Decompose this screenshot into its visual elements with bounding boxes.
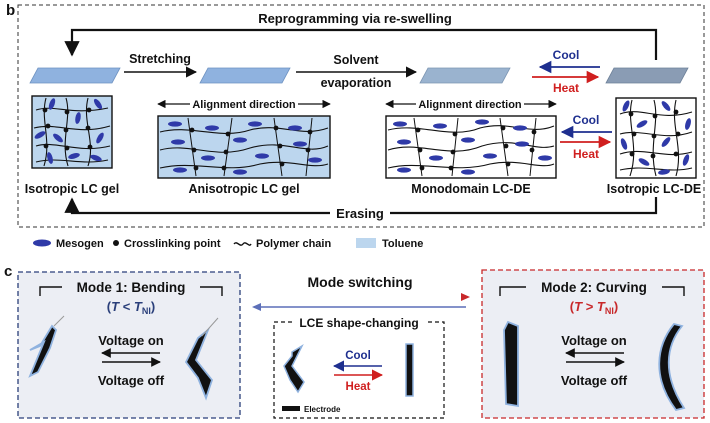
stretching-label: Stretching [129,52,191,66]
erasing-label: Erasing [336,206,384,221]
legend-crosslink-swatch [113,240,119,246]
mode2-voltage-off: Voltage off [561,373,628,388]
mode1-voltage-on: Voltage on [98,333,164,348]
state-label-4: Isotropic LC-DE [607,182,701,196]
mode2-box: Mode 2: Curving (T > TNI) Voltage on Vol… [481,269,705,419]
strip-isotropic-de [605,67,689,84]
alignment-label-2: Alignment direction [418,99,522,111]
heat-label-mid: Heat [573,147,599,161]
electrode-swatch [282,406,300,411]
mode2-straight-actuator [503,320,519,408]
strip-monodomain [419,67,511,84]
reprogramming-arrow [64,28,658,60]
legend-mesogen-label: Mesogen [56,238,104,250]
wire-right [201,317,219,337]
evaporation-label: evaporation [321,76,392,90]
legend-crosslink-label: Crosslinking point [124,238,221,250]
center-heat-label: Heat [346,381,371,393]
legend-polymer-swatch [233,242,252,246]
legend-mesogen-swatch [33,239,51,247]
mode2-curved-actuator [658,322,686,412]
isotropic-gel-network [31,95,113,169]
center-straight-actuator [405,343,414,397]
cool-label-mid: Cool [573,113,600,127]
wire-left [53,315,65,327]
panel-b-frame [17,4,705,228]
electrode-label: Electrode [304,405,341,414]
isotropic-de-network [615,97,697,179]
monodomain-network [385,115,557,179]
mode1-title: Mode 1: Bending [77,280,186,295]
state-label-2: Anisotropic LC gel [188,182,299,196]
strip-isotropic-gel [29,67,121,84]
mode1-box: Mode 1: Bending (T < TNI) Voltage on Vol… [17,271,241,419]
reprogramming-label: Reprogramming via re-swelling [258,11,452,26]
center-zigzag-actuator [283,344,305,394]
state-label-3: Monodomain LC-DE [411,182,530,196]
heat-label-top: Heat [553,81,579,95]
legend: Mesogen Crosslinking point Polymer chain… [33,238,423,250]
center-cool-label: Cool [345,350,371,362]
legend-polymer-label: Polymer chain [256,238,331,250]
mode1-voltage-off: Voltage off [98,373,165,388]
legend-toluene-swatch [356,238,376,248]
legend-toluene-label: Toluene [382,238,423,250]
actuator-zigzag-right [184,327,214,401]
anisotropic-gel-network [157,115,331,179]
actuator-bent-left [28,324,58,378]
cool-label-top: Cool [553,48,580,62]
alignment-label-1: Alignment direction [192,99,296,111]
panel-c-label: c [4,263,12,280]
lce-shape-changing-box: LCE shape-changing Cool Heat Electrode [273,315,445,419]
mode-switch-arrow-left-head [252,303,261,311]
strip-anisotropic-gel [199,67,291,84]
mode2-voltage-on: Voltage on [561,333,627,348]
panel-b-label: b [6,2,15,19]
mode2-title: Mode 2: Curving [541,280,647,295]
center-title: LCE shape-changing [299,316,418,330]
mode-switch-arrow-right-head [461,293,470,301]
solvent-label: Solvent [333,53,379,67]
state-label-1: Isotropic LC gel [25,182,119,196]
mode-switching-label: Mode switching [308,274,413,290]
